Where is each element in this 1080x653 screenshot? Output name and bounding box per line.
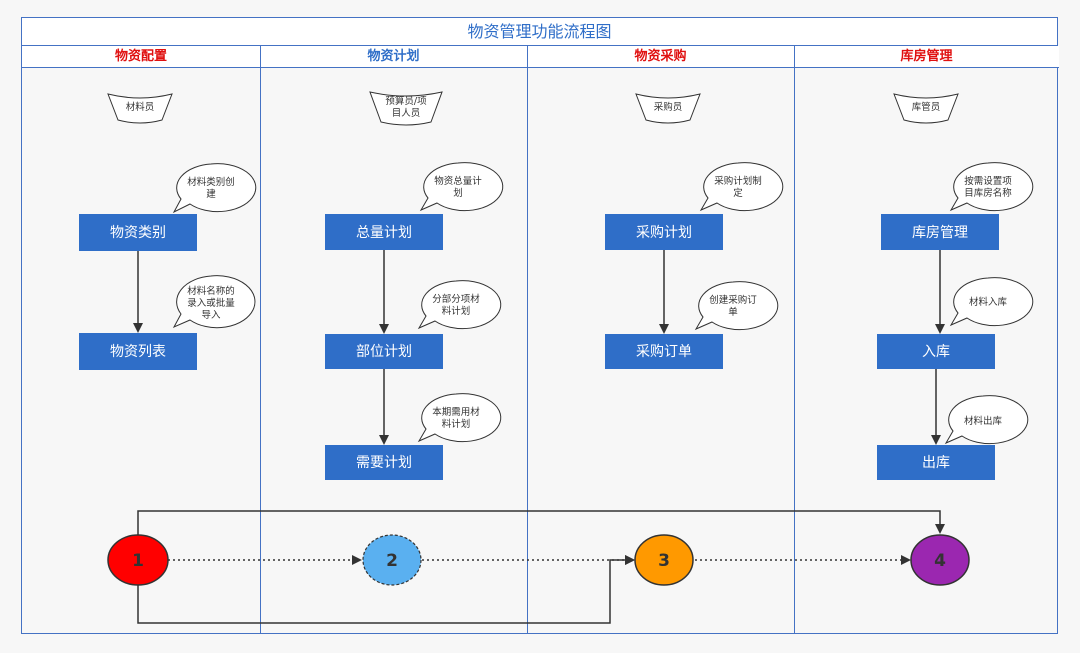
speech-bubble: 按需设置项 目库房名称 [949,162,1034,212]
svg-text:3: 3 [658,551,670,571]
role-label: 目人员 [392,108,421,119]
role-label: 材料员 [126,101,155,113]
process-box-purchase-order[interactable]: 采购订单 [605,334,723,369]
svg-text:本期需用材: 本期需用材 [432,406,480,418]
process-box-warehouse-mgmt[interactable]: 库房管理 [881,214,999,250]
speech-bubble: 本期需用材 料计划 [417,393,502,443]
svg-text:录入或批量: 录入或批量 [187,297,235,309]
svg-text:需要计划: 需要计划 [356,455,412,471]
svg-text:料计划: 料计划 [442,305,471,317]
svg-text:材料入库: 材料入库 [969,296,1008,308]
svg-text:物资总量计: 物资总量计 [434,175,482,187]
svg-text:单: 单 [728,306,738,318]
lane-header-purchase: 物资采购 [527,46,794,68]
svg-text:2: 2 [386,551,398,571]
role-shape-config: 材料员 [107,93,173,124]
process-box-purchase-plan[interactable]: 采购计划 [605,214,723,250]
svg-text:物资列表: 物资列表 [110,344,166,360]
svg-text:目库房名称: 目库房名称 [964,187,1012,199]
speech-bubble: 采购计划制 定 [699,162,784,212]
lane-divider [794,46,795,633]
process-box-inbound[interactable]: 入库 [877,334,995,369]
lane-divider [260,46,261,633]
lane-header-warehouse: 库房管理 [794,46,1059,68]
process-box-outbound[interactable]: 出库 [877,445,995,480]
svg-text:划: 划 [453,187,463,199]
speech-bubble: 材料类别创 建 [172,163,257,214]
svg-text:入库: 入库 [922,344,950,360]
svg-text:总量计划: 总量计划 [356,225,412,241]
svg-text:1: 1 [132,551,144,571]
process-box-category[interactable]: 物资类别 [79,214,197,251]
role-label: 预算员/项 [385,95,427,107]
step-circle-2[interactable]: 2 [362,534,422,586]
role-label: 库管员 [912,101,941,113]
step-circle-4[interactable]: 4 [910,534,970,586]
svg-text:采购计划: 采购计划 [636,225,692,241]
svg-text:材料出库: 材料出库 [964,415,1003,427]
process-box-need-plan[interactable]: 需要计划 [325,445,443,480]
svg-text:部位计划: 部位计划 [356,344,412,360]
speech-bubble: 物资总量计 划 [419,162,504,212]
svg-text:采购计划制: 采购计划制 [714,175,762,187]
svg-text:按需设置项: 按需设置项 [964,175,1012,187]
svg-text:分部分项材: 分部分项材 [432,293,480,305]
svg-text:材料名称的: 材料名称的 [187,285,235,297]
process-box-part-plan[interactable]: 部位计划 [325,334,443,369]
speech-bubble: 材料出库 [944,395,1029,445]
process-box-total-plan[interactable]: 总量计划 [325,214,443,250]
svg-text:建: 建 [206,188,216,200]
step-circle-1[interactable]: 1 [107,534,169,586]
lane-header-plan: 物资计划 [260,46,527,68]
speech-bubble: 材料名称的 录入或批量 导入 [172,275,256,329]
svg-text:4: 4 [934,551,946,571]
svg-text:创建采购订: 创建采购订 [709,294,757,306]
diagram-title: 物资管理功能流程图 [22,18,1057,46]
svg-text:库房管理: 库房管理 [912,225,968,241]
speech-bubble: 创建采购订 单 [694,281,779,331]
step-circle-3[interactable]: 3 [634,534,694,586]
role-label: 采购员 [654,101,683,113]
svg-text:出库: 出库 [922,455,950,471]
svg-text:导入: 导入 [201,310,221,321]
role-shape-warehouse: 库管员 [893,93,959,124]
connector-1-to-4 [137,510,945,536]
svg-text:采购订单: 采购订单 [636,344,692,360]
svg-text:定: 定 [733,187,743,199]
speech-bubble: 材料入库 [949,277,1034,327]
lane-divider [527,46,528,633]
role-shape-purchase: 采购员 [635,93,701,124]
svg-text:物资类别: 物资类别 [110,225,166,241]
role-shape-plan: 预算员/项 目人员 [369,91,443,126]
svg-text:材料类别创: 材料类别创 [187,176,235,188]
lane-header-config: 物资配置 [22,46,260,68]
process-box-list[interactable]: 物资列表 [79,333,197,370]
speech-bubble: 分部分项材 料计划 [417,280,502,330]
svg-text:料计划: 料计划 [442,418,471,430]
flowchart-frame: 物资管理功能流程图 物资配置 物资计划 物资采购 库房管理 [21,17,1059,634]
